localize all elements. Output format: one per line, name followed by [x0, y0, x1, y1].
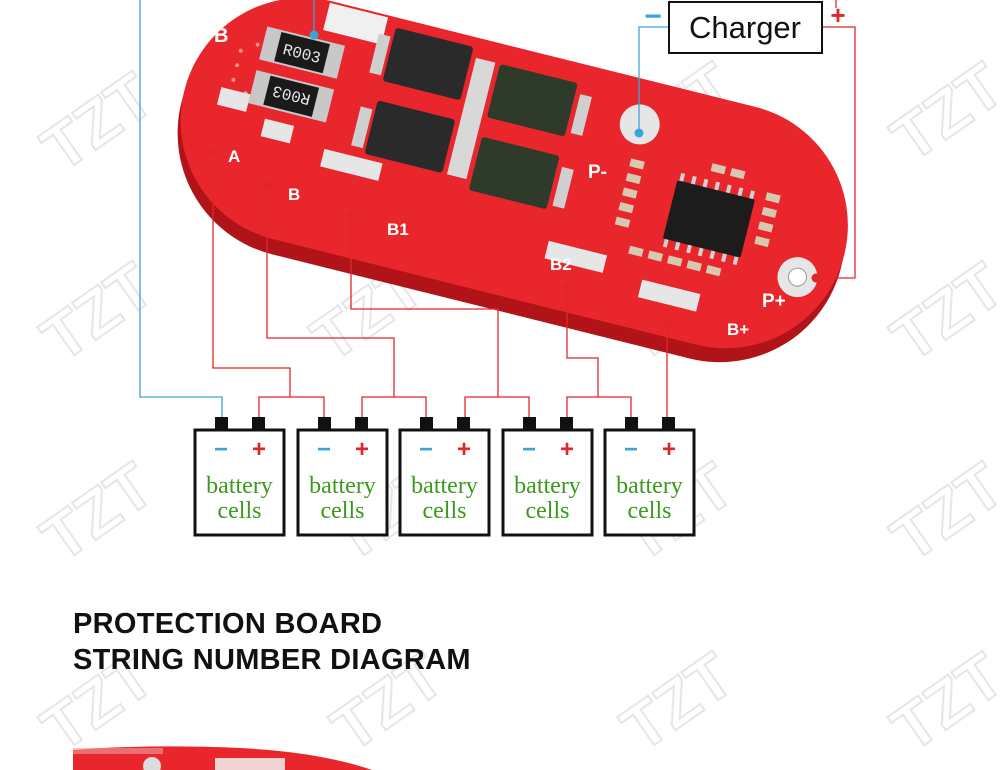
battery-cells: −+batterycells−+batterycells−+batterycel…: [193, 417, 696, 537]
mosfet-group: [351, 28, 592, 209]
cell-label-line2: cells: [628, 498, 672, 524]
cell-label-line2: cells: [526, 498, 570, 524]
watermark-text: TZT: [879, 249, 1000, 375]
protection-board: R003 R003: [177, 0, 848, 363]
wire-p-minus-charger: [638, 26, 668, 133]
pad-p-minus: [619, 104, 660, 145]
shunt-resistor-1: R003: [259, 26, 345, 79]
watermark-text: TZT: [609, 639, 746, 765]
pad-b2: [544, 240, 608, 273]
cell-body: [193, 428, 286, 537]
cell-terminal-positive: [355, 417, 368, 430]
pad-b: [260, 118, 295, 144]
cell-plus-sign: +: [355, 436, 369, 463]
cell-label-line1: battery: [309, 473, 376, 499]
cell-plus-sign: +: [252, 436, 266, 463]
pad-b-top: [323, 2, 389, 45]
cell-plus-sign: +: [662, 436, 676, 463]
pad-b1: [320, 148, 383, 181]
shunt-resistor-2: R003: [248, 70, 335, 123]
charger-minus-sign: −: [644, 0, 662, 33]
watermark-text: TZT: [879, 639, 1000, 765]
cell-plus-sign: +: [560, 436, 574, 463]
cell-minus-sign: −: [317, 436, 331, 463]
smd-components: [614, 158, 781, 277]
cell-label-line2: cells: [423, 498, 467, 524]
watermark-text: TZT: [879, 49, 1000, 175]
cell-terminal-positive: [560, 417, 573, 430]
cell-body: [603, 428, 696, 537]
charger: Charger − +: [644, 0, 846, 54]
board-preview-partial: [73, 746, 372, 770]
cell-minus-sign: −: [522, 436, 536, 463]
cell-label-line1: battery: [616, 473, 683, 499]
label-p-minus: P-: [588, 162, 607, 183]
cell-terminal-positive: [457, 417, 470, 430]
cell-body: [501, 428, 594, 537]
watermark-text: TZT: [29, 59, 166, 185]
cell-terminal-positive: [252, 417, 265, 430]
heading-line-2: STRING NUMBER DIAGRAM: [73, 644, 471, 676]
label-b: B: [288, 185, 300, 204]
cell-plus-sign: +: [457, 436, 471, 463]
cell-label-line2: cells: [321, 498, 365, 524]
wire-endpoints: [208, 30, 821, 330]
cell-minus-sign: −: [419, 436, 433, 463]
wire-b: [266, 186, 395, 418]
cell-terminal-negative: [523, 417, 536, 430]
label-b2: B2: [550, 255, 572, 274]
cell-minus-sign: −: [624, 436, 638, 463]
label-b1: B1: [387, 220, 409, 239]
protection-ic: [662, 172, 755, 266]
pad-b-plus: [637, 279, 701, 312]
pad-a: [216, 87, 251, 112]
cell-label-line1: battery: [411, 473, 478, 499]
cell-terminal-negative: [625, 417, 638, 430]
cell-terminal-negative: [420, 417, 433, 430]
cell-minus-sign: −: [214, 436, 228, 463]
label-a: A: [228, 147, 240, 166]
cell-label-line2: cells: [218, 498, 262, 524]
cell-terminal-negative: [318, 417, 331, 430]
watermark-text: TZT: [29, 449, 166, 575]
wire-b1: [350, 216, 499, 418]
watermark-text: TZT: [29, 249, 166, 375]
cell-label-line1: battery: [206, 473, 273, 499]
charger-label: Charger: [689, 10, 801, 45]
charger-plus-sign: +: [830, 0, 845, 30]
wire-b2: [566, 288, 599, 418]
cell-body: [398, 428, 491, 537]
label-b-top: B: [214, 25, 228, 47]
label-b-plus: B+: [727, 320, 749, 339]
cell-terminal-negative: [215, 417, 228, 430]
wires: [139, 0, 856, 418]
watermark-text: TZT: [879, 449, 1000, 575]
wire-a: [212, 151, 291, 418]
wire-b-minus-cell1: [139, 0, 223, 418]
heading-line-1: PROTECTION BOARD: [73, 608, 383, 640]
wire-p-plus-charger: [816, 26, 856, 279]
charger-box: [668, 1, 823, 54]
label-p-plus: P+: [762, 291, 786, 312]
cell-body: [296, 428, 389, 537]
cell-label-line1: battery: [514, 473, 581, 499]
cell-terminal-positive: [662, 417, 675, 430]
